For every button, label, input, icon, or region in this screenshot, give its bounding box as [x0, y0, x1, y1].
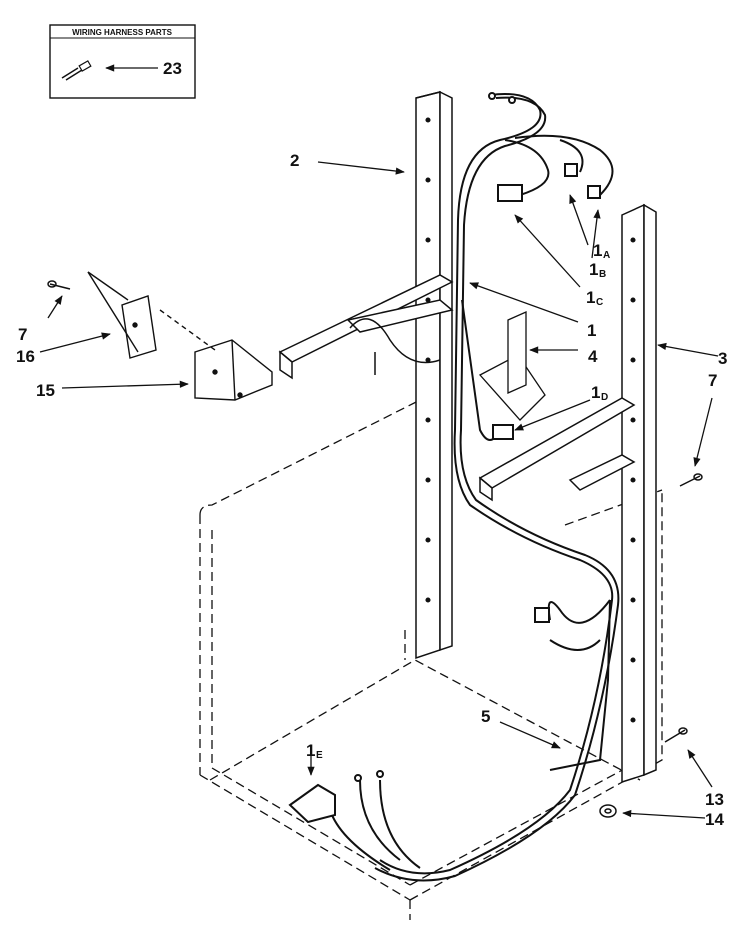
callout-1b: 1 — [589, 260, 598, 279]
screw-7-right-icon — [679, 473, 703, 487]
screw-7-left-icon — [47, 280, 71, 290]
callout-1d-sub: D — [601, 392, 608, 403]
right-side-rail — [621, 203, 657, 784]
wiring-harness-legend: WIRING HARNESS PARTS 23 — [49, 24, 196, 99]
callout-1c-sub: C — [596, 297, 603, 308]
callout-1b-sub: B — [599, 269, 606, 280]
upper-cross-brace — [278, 274, 454, 380]
callout-7-left: 7 — [18, 325, 27, 344]
harness-bracket — [478, 310, 546, 421]
callout-1a: 1 — [593, 241, 602, 260]
callout-5: 5 — [481, 707, 490, 726]
callout-14: 14 — [705, 810, 724, 829]
callout-16: 16 — [16, 347, 35, 366]
callout-1d: 1 — [591, 383, 600, 402]
callout-15: 15 — [36, 381, 55, 400]
washer-14-icon — [599, 804, 617, 818]
leader-lines — [39, 161, 719, 819]
legend-title: WIRING HARNESS PARTS — [72, 28, 173, 37]
callout-7-right: 7 — [708, 371, 717, 390]
callout-13: 13 — [705, 790, 724, 809]
screw-13-icon — [664, 727, 688, 743]
wiring-harness — [288, 92, 620, 882]
legend-callout-23: 23 — [163, 59, 182, 78]
lower-cross-brace — [478, 397, 636, 502]
wire-terminal-icon — [61, 60, 92, 81]
callout-2: 2 — [290, 151, 299, 170]
cabinet-outline — [199, 394, 663, 920]
callout-1e-sub: E — [316, 750, 323, 761]
callout-4: 4 — [588, 347, 598, 366]
callout-1e: 1 — [306, 741, 315, 760]
callout-3: 3 — [718, 349, 727, 368]
callout-1: 1 — [587, 321, 596, 340]
mounting-bracket-15 — [194, 339, 273, 401]
callout-1c: 1 — [586, 288, 595, 307]
callout-labels: 2 1 A 1 B 1 C 1 4 1 D 3 7 7 16 15 5 1 E … — [16, 151, 727, 829]
callout-1a-sub: A — [603, 250, 610, 261]
left-side-rail — [415, 90, 453, 660]
switch-plate-16 — [87, 271, 216, 359]
